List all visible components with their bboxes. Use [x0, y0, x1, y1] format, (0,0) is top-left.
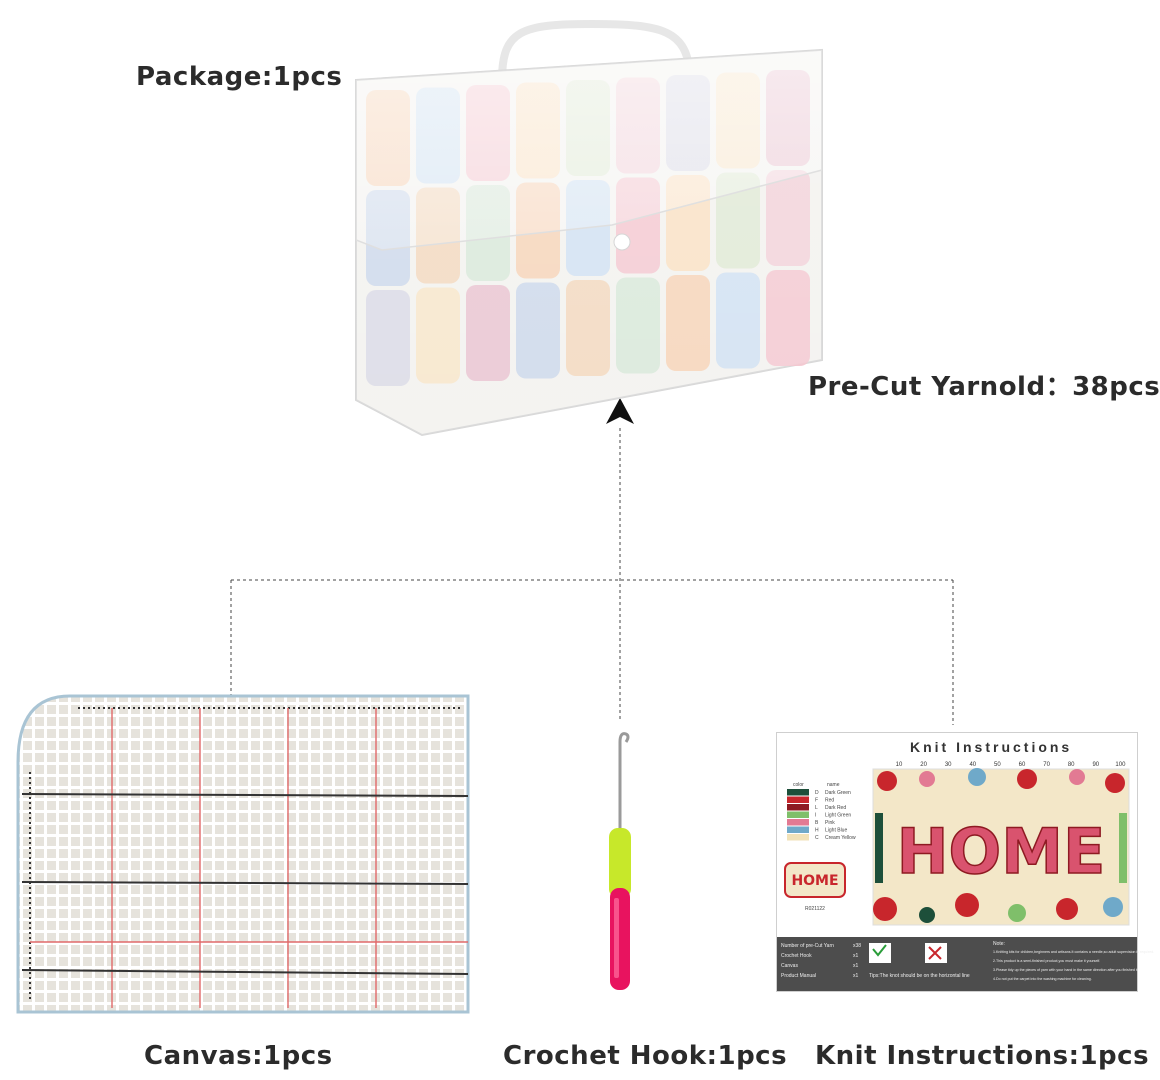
contents-item: Canvas [781, 963, 798, 969]
color-name: Cream Yellow [825, 835, 856, 841]
contents-qty: x38 [853, 943, 861, 949]
color-code: F [815, 798, 818, 804]
color-code: D [815, 790, 819, 796]
color-swatch [787, 826, 809, 833]
plastic-case-image [355, 19, 823, 437]
ruler-tick: 30 [945, 762, 952, 768]
color-code: B [815, 820, 819, 826]
color-table-header: color [793, 782, 804, 788]
svg-text:Tips:The knot should be on the: Tips:The knot should be on the horizonta… [869, 973, 970, 979]
contents-qty: x1 [853, 963, 859, 969]
knit-instructions-label: Knit Instructions:1pcs [815, 1041, 1150, 1071]
pattern-word: HOME [897, 815, 1106, 888]
ruler-tick: 100 [1115, 762, 1126, 768]
ruler-tick: 50 [994, 762, 1001, 768]
canvas-image [16, 694, 470, 1014]
ruler-tick: 20 [920, 762, 927, 768]
cross-icon [928, 946, 942, 960]
color-code: L [815, 805, 818, 811]
note-line: 2.This product is a semi-finished produc… [993, 959, 1100, 963]
canvas-label: Canvas:1pcs [144, 1041, 333, 1071]
contents-qty: x1 [853, 973, 859, 979]
color-name: Red [825, 798, 834, 804]
color-table-header: name [827, 782, 840, 788]
ruler-tick: 80 [1068, 762, 1075, 768]
contents-item: Crochet Hook [781, 953, 812, 959]
pattern-thumbnail [784, 862, 846, 898]
note-title: Note: [993, 941, 1005, 947]
crochet-hook-image [609, 732, 631, 990]
crochet-hook-label: Crochet Hook:1pcs [503, 1041, 788, 1071]
ruler-tick: 90 [1092, 762, 1099, 768]
note-line: 3.Please tidy up the pieces of yarn with… [993, 968, 1139, 972]
color-name: Light Blue [825, 828, 847, 834]
ruler-tick: 10 [896, 762, 903, 768]
color-swatch [787, 811, 809, 818]
color-swatch [787, 796, 809, 803]
svg-text:R021122: R021122 [805, 906, 825, 912]
case-handle [498, 19, 694, 81]
color-code: H [815, 828, 819, 834]
sheet-title: Knit Instructions [910, 739, 1073, 755]
color-name: Dark Green [825, 790, 851, 796]
sheet-footer [777, 937, 1137, 991]
color-code: C [815, 835, 819, 841]
color-name: Light Green [825, 813, 851, 819]
svg-text:HOME: HOME [791, 873, 838, 889]
color-swatch [787, 834, 809, 841]
pattern-area [872, 768, 1130, 926]
contents-qty: x1 [853, 953, 859, 959]
hook-grip [610, 888, 630, 990]
arrow-up-icon [606, 398, 634, 424]
ruler-tick: 40 [969, 762, 976, 768]
ruler-tick: 70 [1043, 762, 1050, 768]
check-icon [872, 944, 887, 957]
color-swatch [787, 789, 809, 796]
color-name: Dark Red [825, 805, 846, 811]
color-swatch [787, 804, 809, 811]
color-swatch [787, 819, 809, 826]
package-label: Package:1pcs [136, 62, 343, 92]
color-name: Pink [825, 820, 835, 826]
color-code: I [815, 813, 816, 819]
hook-cap [609, 828, 631, 898]
ruler-tick: 60 [1019, 762, 1026, 768]
yarn-label: Pre-Cut Yarnold：38pcs [808, 372, 1160, 402]
note-line: 4.Do not put the carpet into the washing… [993, 977, 1092, 981]
contents-item: Number of pre-Cut Yarn [781, 943, 834, 949]
contents-item: Product Manual [781, 973, 816, 979]
note-line: 1.Knitting kits for children,beginners a… [993, 950, 1154, 954]
pattern-flowers [873, 768, 1127, 923]
